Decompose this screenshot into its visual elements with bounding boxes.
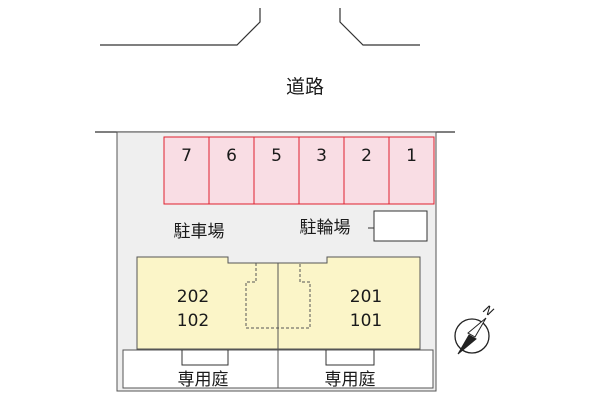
unit-lower-west: 102 [177,311,209,331]
private-garden-label-east: 専用庭 [325,370,376,390]
bicycle-parking-area [373,210,428,242]
garden-fences [181,350,375,366]
parking-spaces: 7 6 5 3 2 1 [163,136,435,205]
parking-space [163,136,210,205]
private-garden-label-west: 専用庭 [178,370,229,390]
unit-upper-west: 202 [177,287,209,307]
shared-stair-outline [245,263,311,329]
parking-space [208,136,255,205]
parking-label: 駐車場 [174,222,225,242]
parking-space [388,136,435,205]
parking-space-number: 7 [181,146,192,166]
parking-space [343,136,390,205]
compass-north-icon [454,317,490,355]
parking-space-number: 2 [361,146,372,166]
parking-space-number: 6 [226,146,237,166]
road-entrance-curb [100,8,420,46]
parking-space-number: 5 [271,146,282,166]
road-label: 道路 [286,76,324,98]
unit-lower-east: 101 [350,311,382,331]
private-garden-west [122,349,279,389]
parking-space-number: 1 [406,146,417,166]
parking-space-number: 3 [316,146,327,166]
unit-upper-east: 201 [350,287,382,307]
private-garden-east [277,349,434,389]
compass-north-label: N [481,302,496,319]
bicycle-parking-label: 駐輪場 [300,218,351,238]
